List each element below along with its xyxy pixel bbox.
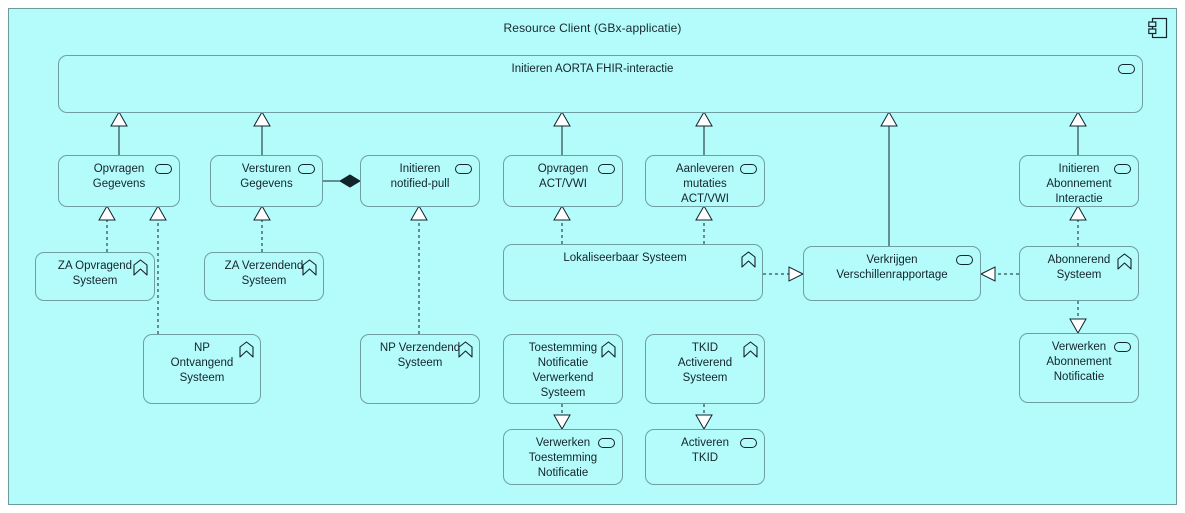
role-chevron-icon	[302, 259, 317, 276]
node-versturen-gegevens[interactable]: Versturen Gegevens	[210, 155, 323, 207]
node-opvragen-gegevens[interactable]: Opvragen Gegevens	[58, 155, 180, 207]
node-label: Toestemming Notificatie Verwerkend Syste…	[528, 342, 598, 399]
node-initieren-abonnement-interactie[interactable]: Initieren Abonnement Interactie	[1019, 155, 1139, 207]
node-verwerken-abonnement-notificatie[interactable]: Verwerken Abonnement Notificatie	[1019, 333, 1139, 403]
service-oval-icon	[598, 164, 615, 174]
role-chevron-icon	[239, 341, 254, 358]
service-oval-icon	[455, 164, 472, 174]
node-label: Abonnerend Systeem	[1047, 254, 1111, 281]
service-oval-icon	[598, 438, 615, 448]
service-oval-icon	[1114, 164, 1131, 174]
node-activeren-tkid[interactable]: Activeren TKID	[645, 429, 765, 485]
node-opvragen-act-vwi[interactable]: Opvragen ACT/VWI	[503, 155, 623, 207]
node-label: Lokaliseerbaar Systeem	[563, 252, 687, 264]
service-oval-icon	[298, 164, 315, 174]
role-chevron-icon	[601, 341, 616, 358]
service-oval-icon	[740, 164, 757, 174]
node-label: NP Ontvangend Systeem	[170, 342, 234, 384]
application-component-icon	[1148, 17, 1168, 39]
node-label: ZA Verzendend Systeem	[224, 260, 304, 287]
service-oval-icon	[155, 164, 172, 174]
role-chevron-icon	[133, 259, 148, 276]
node-verkrijgen-verschillenrapportage[interactable]: Verkrijgen Verschillenrapportage	[803, 246, 981, 301]
node-lokaliseerbaar-systeem[interactable]: Lokaliseerbaar Systeem	[503, 244, 763, 301]
node-label: Opvragen ACT/VWI	[537, 163, 589, 190]
service-oval-icon	[956, 255, 973, 265]
node-label: TKID Activerend Systeem	[677, 342, 733, 384]
node-za-opvragend-systeem[interactable]: ZA Opvragend Systeem	[35, 252, 155, 301]
node-np-ontvangend-systeem[interactable]: NP Ontvangend Systeem	[143, 334, 261, 404]
node-tkid-activerend-systeem[interactable]: TKID Activerend Systeem	[645, 334, 765, 404]
node-label: Verwerken Abonnement Notificatie	[1046, 341, 1112, 383]
node-za-verzendend-systeem[interactable]: ZA Verzendend Systeem	[204, 252, 324, 301]
node-label: Versturen Gegevens	[240, 163, 293, 190]
node-abonnerend-systeem[interactable]: Abonnerend Systeem	[1019, 246, 1139, 301]
node-label: Aanleveren mutaties ACT/VWI	[675, 163, 735, 205]
service-oval-icon	[740, 438, 757, 448]
container-title: Resource Client (GBx-applicatie)	[503, 21, 682, 35]
node-label: Initieren notified-pull	[390, 163, 450, 190]
role-chevron-icon	[743, 341, 758, 358]
node-label: ZA Opvragend Systeem	[57, 260, 133, 287]
node-toestemming-notificatie-verwerkend-systeem[interactable]: Toestemming Notificatie Verwerkend Syste…	[503, 334, 623, 404]
node-aanleveren-mutaties[interactable]: Aanleveren mutaties ACT/VWI	[645, 155, 765, 207]
node-initieren-aorta[interactable]: Initieren AORTA FHIR-interactie	[58, 55, 1143, 113]
node-label: Verwerken Toestemming Notificatie	[528, 437, 598, 479]
node-label: Initieren AORTA FHIR-interactie	[511, 63, 674, 75]
role-chevron-icon	[741, 251, 756, 268]
node-label: Verkrijgen Verschillenrapportage	[836, 254, 948, 281]
node-verwerken-toestemming-notificatie[interactable]: Verwerken Toestemming Notificatie	[503, 429, 623, 485]
node-label: Initieren Abonnement Interactie	[1046, 163, 1112, 205]
role-chevron-icon	[458, 341, 473, 358]
service-oval-icon	[1118, 64, 1135, 74]
node-label: NP Verzendend Systeem	[379, 342, 461, 369]
service-oval-icon	[1114, 342, 1131, 352]
node-np-verzendend-systeem[interactable]: NP Verzendend Systeem	[360, 334, 480, 404]
role-chevron-icon	[1117, 253, 1132, 270]
node-initieren-notified-pull[interactable]: Initieren notified-pull	[360, 155, 480, 207]
node-label: Activeren TKID	[681, 437, 729, 464]
node-label: Opvragen Gegevens	[92, 163, 146, 190]
